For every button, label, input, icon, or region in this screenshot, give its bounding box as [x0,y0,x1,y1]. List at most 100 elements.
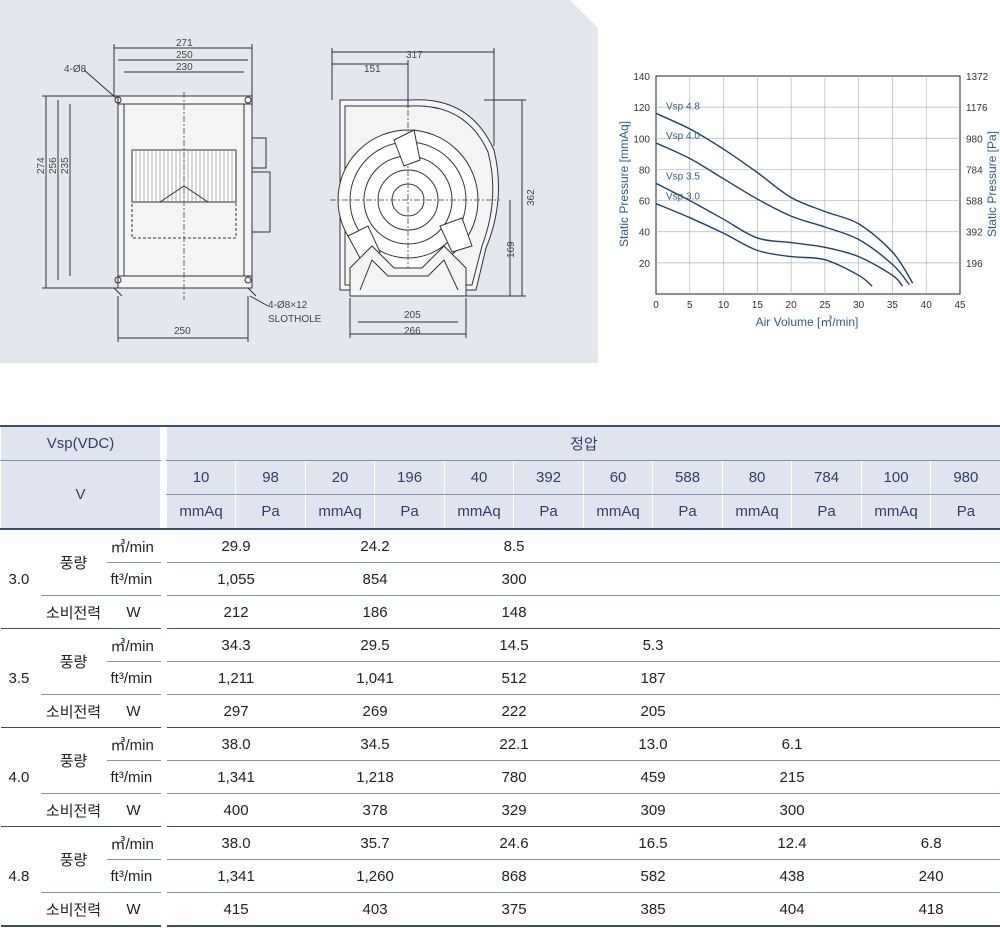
unit-header: Pa [791,494,862,530]
value-cell: 222 [444,694,584,728]
flow-label: 풍량 [40,528,107,596]
value-cell: 34.5 [305,727,445,761]
x-tick-label: 20 [786,300,798,311]
value-cell: 5.3 [583,628,723,662]
value-cell: 300 [444,562,584,596]
value-cell: 38.0 [166,826,306,860]
value-cell [861,793,1000,827]
value-cell: 1,218 [305,760,445,794]
dim-side-205: 205 [404,310,421,321]
x-tick-label: 5 [687,300,693,311]
voltage-cell: 4.8 [0,826,41,927]
value-cell: 12.4 [722,826,862,860]
value-cell: 375 [444,892,584,927]
value-cell: 403 [305,892,445,927]
flow-label: 풍량 [40,826,107,893]
unit-cell: W [106,595,161,629]
table-row: 4.8 풍량 ㎥/min 38.0 35.7 24.6 16.5 12.4 6.… [0,826,1000,927]
value-cell [861,562,1000,596]
table-row: ft³/min 1,211 1,041 512 187 [1,661,1000,695]
value-cell [722,528,862,563]
power-label: 소비전력 [40,595,107,629]
dim-front-width-230: 230 [176,62,193,73]
unit-header: Pa [235,494,306,530]
dim-height-256: 256 [48,157,59,174]
voltage-header: V [0,460,161,530]
unit-header: mmAq [583,494,653,530]
pressure-header: 980 [930,460,1000,495]
table-row: ft³/min 1,055 854 300 [1,562,1000,596]
dim-slothole-label: SLOTHOLE [268,314,322,325]
value-cell: 329 [444,793,584,827]
header-row-3: mmAq Pa mmAq Pa mmAq Pa mmAq Pa mmAq Pa … [1,494,1000,530]
dim-height-235: 235 [60,157,71,174]
value-cell [722,694,862,728]
value-cell: 6.1 [722,727,862,761]
dim-side-362: 362 [526,189,537,206]
pressure-header: 98 [235,460,306,495]
unit-header: mmAq [722,494,792,530]
value-cell [722,661,862,695]
value-cell: 24.2 [305,528,445,563]
series-line [655,142,910,286]
y2-tick-label: 980 [966,134,983,145]
value-cell: 512 [444,661,584,695]
unit-cell: ㎥/min [106,528,161,563]
series-label: Vsp 3.5 [666,171,700,182]
value-cell [861,661,1000,695]
value-cell: 309 [583,793,723,827]
dim-side-317: 317 [406,50,423,61]
series-line [655,203,873,287]
value-cell: 14.5 [444,628,584,662]
value-cell: 29.5 [305,628,445,662]
value-cell: 1,341 [166,760,306,794]
pressure-header: 100 [861,460,931,495]
series-line [655,112,914,284]
value-cell: 34.3 [166,628,306,662]
y-axis-title: Static Pressure [mmAq] [617,121,631,247]
pressure-header: 588 [652,460,723,495]
unit-header: Pa [513,494,584,530]
unit-cell: ㎥/min [106,826,161,860]
x-tick-label: 25 [819,300,831,311]
value-cell: 13.0 [583,727,723,761]
dim-bottom-250: 250 [174,326,191,337]
value-cell: 215 [722,760,862,794]
value-cell: 1,041 [305,661,445,695]
x-tick-label: 30 [853,300,865,311]
pressure-header: 40 [444,460,514,495]
value-cell: 240 [861,859,1000,893]
value-cell: 1,055 [166,562,306,596]
value-cell: 868 [444,859,584,893]
unit-cell: ft³/min [106,661,161,695]
voltage-cell: 3.5 [0,628,41,728]
x-tick-label: 45 [954,300,966,311]
x-tick-label: 10 [718,300,730,311]
unit-cell: ㎥/min [106,628,161,662]
value-cell: 148 [444,595,584,629]
dim-side-151: 151 [364,64,381,75]
value-cell: 459 [583,760,723,794]
dimension-drawing: 271 250 230 4-Ø8 274 256 235 250 4-Ø8×12… [36,0,598,342]
y2-tick-label: 588 [966,197,983,208]
value-cell [861,760,1000,794]
value-cell [583,562,723,596]
unit-header: Pa [930,494,1000,530]
unit-header: Pa [652,494,723,530]
value-cell: 297 [166,694,306,728]
y2-tick-label: 392 [966,228,983,239]
pressure-header: 784 [791,460,862,495]
table-row: 소비전력 W 400 378 329 309 300 [1,793,1000,827]
performance-table: Vsp(VDC) 정압 V 10 98 20 196 40 392 60 588… [0,425,1000,927]
series-label: Vsp 4.8 [666,101,700,112]
y2-tick-label: 1372 [966,72,989,83]
value-cell: 1,341 [166,859,306,893]
series-label: Vsp 4.0 [666,131,700,142]
series-label: Vsp 3.0 [666,192,700,203]
dim-holes-label: 4-Ø8 [64,64,87,75]
x-axis-title: Air Volume [㎥/min] [756,315,859,329]
unit-cell: ㎥/min [106,727,161,761]
header-row-2: V 10 98 20 196 40 392 60 588 80 784 100 … [0,460,1000,530]
value-cell: 16.5 [583,826,723,860]
